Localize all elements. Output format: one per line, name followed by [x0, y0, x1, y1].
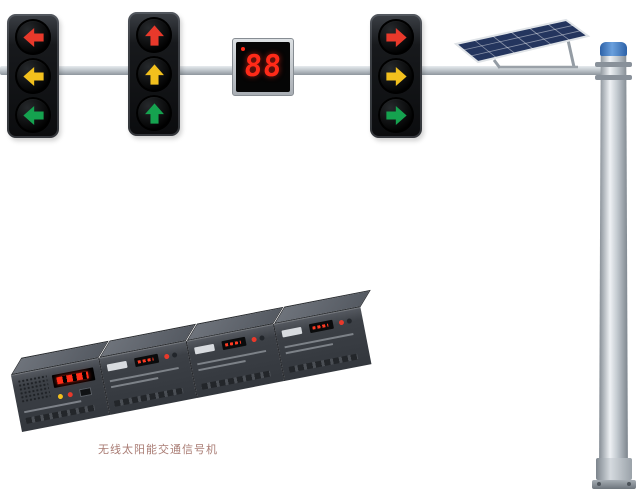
- signal-head-up-arrows: [128, 12, 180, 136]
- arrow-up-red-icon: [144, 24, 164, 46]
- arrow-right-yellow-icon: [385, 66, 407, 86]
- controller-unit-1: [10, 358, 110, 432]
- pole-cap: [600, 42, 627, 56]
- pole-base-plate: [592, 480, 636, 489]
- indicator-dark: [346, 318, 353, 324]
- indicator-red: [163, 353, 170, 360]
- countdown-indicator-dot: [241, 47, 245, 51]
- arm-mount-collar-bottom: [595, 75, 632, 80]
- indicator-dark: [171, 352, 178, 358]
- solar-panel-assembly: [453, 18, 591, 69]
- controller-unit-2: [98, 341, 197, 416]
- arm-mount-collar-top: [595, 62, 632, 67]
- mast-arm: [0, 66, 604, 75]
- indicator-dark: [259, 335, 265, 341]
- controller-unit-4: [273, 307, 372, 382]
- terminal-ports: [288, 353, 359, 373]
- lens-yellow-left: [15, 58, 51, 94]
- product-caption: 无线太阳能交通信号机: [98, 443, 218, 456]
- led-display-small: [221, 336, 247, 351]
- countdown-timer: 88: [232, 38, 294, 96]
- power-switch: [78, 387, 93, 398]
- led-display-small: [133, 353, 160, 368]
- lens-red-left: [15, 19, 51, 55]
- solar-cell-grid: [463, 23, 581, 59]
- lens-yellow-up: [136, 56, 172, 92]
- led-display-main: [51, 367, 96, 389]
- indicator-red: [251, 336, 258, 343]
- button-red: [67, 391, 74, 398]
- arrow-left-green-icon: [22, 105, 44, 125]
- lens-green-up: [136, 95, 172, 131]
- countdown-digits: 88: [242, 49, 284, 84]
- countdown-screen: 88: [236, 42, 290, 92]
- vertical-pole: [599, 54, 628, 484]
- solar-panel: [453, 18, 591, 64]
- base-bolt-left: [597, 482, 601, 486]
- model-label: [194, 343, 216, 355]
- led-display-small: [308, 319, 334, 334]
- indicator-red: [338, 319, 345, 326]
- lens-yellow-right: [378, 58, 414, 94]
- lens-red-up: [136, 17, 172, 53]
- controller-unit-3: [185, 324, 285, 399]
- base-bolt-right: [627, 482, 631, 486]
- terminal-ports: [201, 370, 271, 390]
- lens-red-right: [378, 19, 414, 55]
- signal-head-right-arrows: [370, 14, 422, 138]
- arrow-right-red-icon: [385, 27, 407, 47]
- arrow-left-red-icon: [22, 27, 44, 47]
- button-yellow: [57, 393, 64, 400]
- arrow-left-yellow-icon: [22, 66, 44, 86]
- vent-grid: [16, 374, 52, 404]
- arrow-up-yellow-icon: [144, 63, 164, 85]
- lens-green-right: [378, 97, 414, 133]
- model-label: [106, 360, 128, 372]
- lens-green-left: [15, 97, 51, 133]
- arrow-right-green-icon: [385, 105, 407, 125]
- controller-stack: [10, 307, 372, 432]
- terminal-ports: [25, 404, 96, 424]
- solar-leg-left: [492, 59, 502, 69]
- terminal-ports: [113, 387, 184, 407]
- model-label: [281, 326, 303, 338]
- pole-bottom-sleeve: [596, 458, 632, 480]
- solar-leg-right: [566, 39, 576, 68]
- arrow-up-green-icon: [144, 102, 164, 124]
- signal-head-left-arrows: [7, 14, 59, 138]
